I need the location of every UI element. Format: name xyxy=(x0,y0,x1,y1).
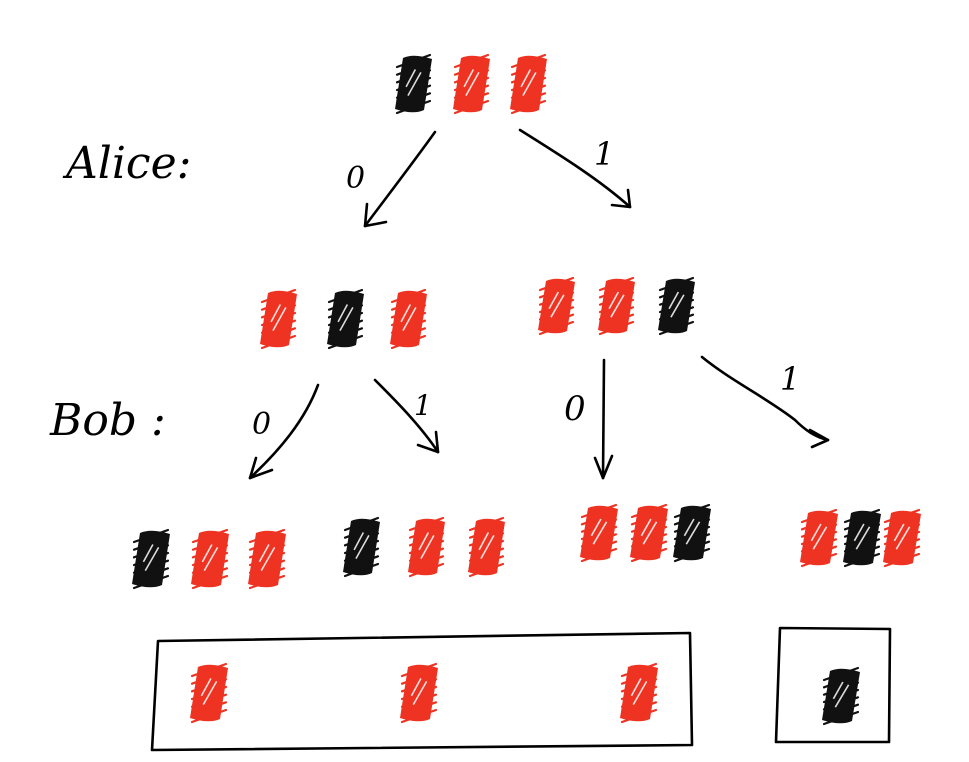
bob-bit-0-right-label: 0 xyxy=(564,389,586,429)
alice-bit-1-label: 1 xyxy=(594,135,614,173)
outcome-box-all-red xyxy=(150,631,694,752)
red-card xyxy=(620,662,658,724)
bob-0-left-card-group xyxy=(132,528,286,590)
black-card xyxy=(658,276,695,336)
red-card xyxy=(883,508,921,568)
red-card xyxy=(260,288,297,350)
red-card xyxy=(190,662,228,724)
red-card xyxy=(453,53,490,115)
black-card xyxy=(343,516,380,578)
black-card xyxy=(395,53,432,115)
root-card-group xyxy=(395,53,547,115)
red-card xyxy=(248,528,286,590)
red-card xyxy=(408,516,445,578)
outcome-all-red-card-group xyxy=(190,662,658,724)
bob-arrow-0-left xyxy=(248,383,320,480)
bob-bit-1-right-label: 1 xyxy=(780,360,800,398)
bob-arrow-0-right xyxy=(593,358,614,480)
red-card xyxy=(538,276,575,336)
black-card xyxy=(822,666,860,726)
bob-1-left-card-group xyxy=(343,516,505,578)
alice-arrow-0 xyxy=(363,130,437,228)
black-card xyxy=(843,508,881,568)
black-card xyxy=(673,503,711,563)
red-card xyxy=(400,662,438,724)
alice-0-card-group xyxy=(260,288,427,350)
red-card xyxy=(598,276,635,336)
red-card xyxy=(630,503,668,563)
red-card xyxy=(390,288,427,350)
bob-bit-0-left-label: 0 xyxy=(252,407,271,442)
bob-arrow-1-left xyxy=(373,378,440,454)
bob-label: Bob : xyxy=(49,395,166,446)
red-card xyxy=(580,503,618,563)
alice-label: Alice: xyxy=(62,138,191,189)
red-card xyxy=(191,528,229,590)
red-card xyxy=(468,516,505,578)
bob-bit-1-left-label: 1 xyxy=(414,389,432,422)
bob-arrow-1-right xyxy=(700,355,830,449)
outcome-box-black xyxy=(774,626,892,744)
alice-arrow-1 xyxy=(518,128,632,209)
bob-0-right-card-group xyxy=(580,503,711,563)
red-card xyxy=(510,53,547,115)
black-card xyxy=(327,288,364,350)
red-card xyxy=(800,508,838,568)
black-card xyxy=(132,528,170,590)
outcome-black-card-group xyxy=(822,666,860,726)
alice-1-card-group xyxy=(538,276,695,336)
alice-bit-0-label: 0 xyxy=(346,161,365,196)
bob-1-right-card-group xyxy=(800,508,921,568)
